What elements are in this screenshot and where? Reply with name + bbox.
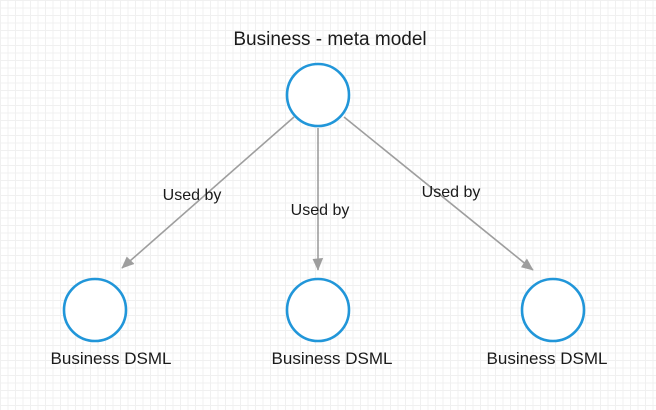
node-label-dsml-center: Business DSML: [271, 349, 393, 368]
node-circle-dsml-right[interactable]: [520, 277, 586, 343]
edge-label-center: Used by: [290, 202, 350, 219]
edge-line-right[interactable]: [343, 116, 534, 271]
edge-line-left[interactable]: [121, 116, 295, 269]
node-label-meta-model: Business - meta model: [233, 29, 427, 50]
edge-group: [121, 116, 534, 271]
node-label-dsml-right: Business DSML: [486, 349, 608, 368]
node-label-dsml-left: Business DSML: [50, 349, 172, 368]
node-group: [62, 62, 586, 343]
edge-label-left: Used by: [162, 187, 222, 204]
node-circle-dsml-center[interactable]: [285, 277, 351, 343]
edge-label-right: Used by: [421, 184, 481, 201]
node-circle-dsml-left[interactable]: [62, 277, 128, 343]
node-circle-meta-model[interactable]: [285, 62, 351, 128]
